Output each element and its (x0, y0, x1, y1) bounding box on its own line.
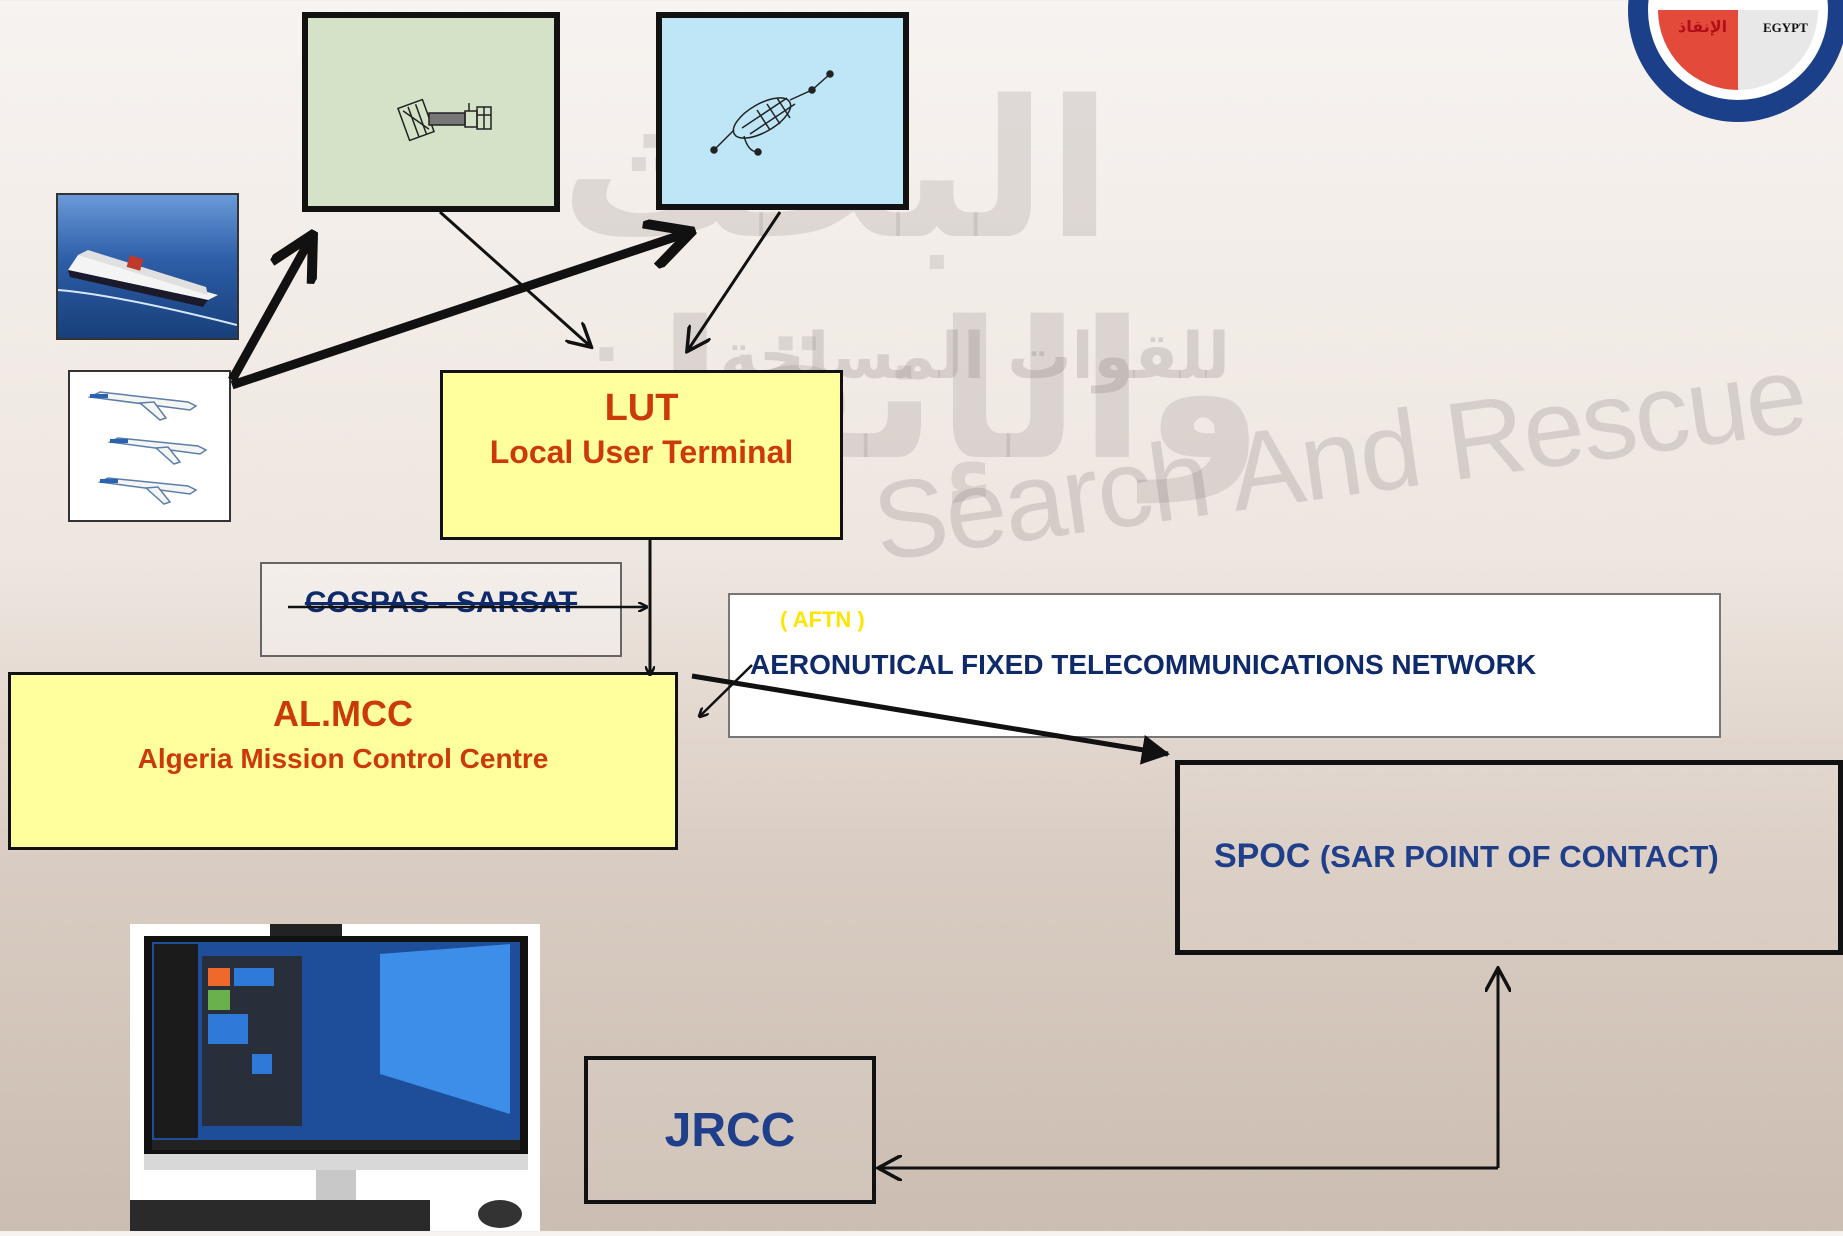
aircraft-photo (68, 370, 231, 522)
cospas-sarsat-label: COSPAS - SARSAT (260, 562, 622, 657)
lut-subtitle: Local User Terminal (489, 434, 794, 470)
mcc-subtitle: Algeria Mission Control Centre (137, 743, 549, 774)
aircraft-icon (87, 391, 208, 505)
aftn-name: AERONUTICAL FIXED TELECOMMUNICATIONS NET… (750, 649, 1537, 680)
aftn-node: ( AFTN ) AERONUTICAL FIXED TELECOMMUNICA… (728, 593, 1721, 738)
aftn-abbr: ( AFTN ) (780, 607, 865, 632)
lut-title: LUT (604, 387, 679, 429)
svg-text:EGYPT: EGYPT (1763, 20, 1808, 35)
jrcc-label: JRCC (664, 1104, 796, 1157)
arrow-sat1-to-lut (439, 210, 590, 346)
mcc-node: AL.MCC Algeria Mission Control Centre (8, 672, 678, 850)
spoc-subtitle: (SAR POINT OF CONTACT) (1319, 839, 1719, 874)
satellite-icon (397, 98, 492, 142)
satellite-box-geo (656, 12, 909, 210)
svg-text:الإنقاذ: الإنقاذ (1678, 17, 1727, 36)
computer-photo (130, 924, 540, 1231)
arrow-mcc-to-spoc (691, 673, 1170, 765)
satellite-icon (710, 70, 834, 156)
satellite-box-leo (302, 12, 560, 212)
cospas-sarsat-text: COSPAS - SARSAT (304, 586, 578, 619)
arrow-sat2-to-lut (688, 211, 782, 350)
jrcc-node: JRCC (584, 1056, 876, 1204)
lut-node: LUT Local User Terminal (440, 370, 843, 540)
ship-icon (57, 250, 238, 326)
mcc-title: AL.MCC (273, 693, 413, 734)
arrow-beacon-to-sat1 (228, 236, 312, 383)
jrcc-egypt-logo: JRCC الإنقاذ EGYPT (1588, 0, 1843, 145)
spoc-node: SPOC (SAR POINT OF CONTACT) (1175, 760, 1843, 955)
ship-photo (56, 193, 239, 340)
spoc-title: SPOC (1214, 837, 1311, 875)
arrow-aftn-to-mcc (700, 664, 753, 716)
computer-icon (130, 924, 540, 1231)
arrow-beacon-to-sat2 (230, 232, 690, 390)
